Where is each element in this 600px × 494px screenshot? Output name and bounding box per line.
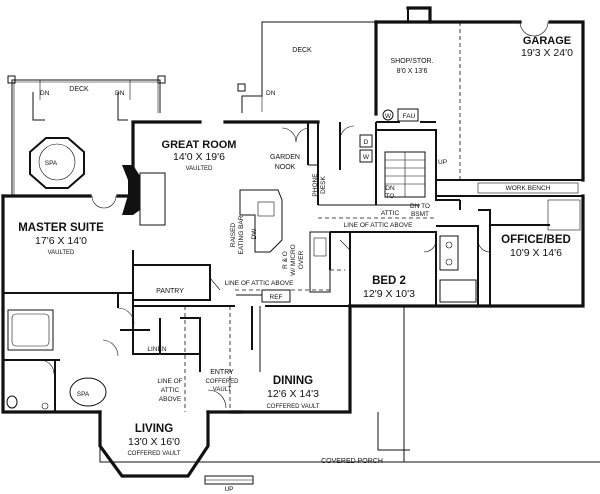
attic-left-3: ABOVE <box>159 396 182 403</box>
entry-label-3: VAULT <box>213 387 232 393</box>
desk-label: DESK <box>320 175 327 193</box>
attic-right-label: LINE OF ATTIC ABOVE <box>344 222 414 229</box>
raised-label: RAISED <box>230 223 237 248</box>
work-bench-label: WORK BENCH <box>506 185 551 192</box>
garage-name: GARAGE <box>523 35 571 47</box>
bed2-name: BED 2 <box>372 275 406 287</box>
entry-label-2: COFFERED <box>206 379 240 385</box>
up-porch-label: UP <box>224 486 233 493</box>
ro-label-3: OVER <box>298 250 305 269</box>
porch-steps <box>204 475 254 485</box>
exterior-walls <box>1 6 585 478</box>
great-room-dims: 14'0 X 19'6 <box>173 151 225 163</box>
bed2-dims: 12'9 X 10'3 <box>363 288 415 300</box>
dn-attic-2: TO <box>386 193 395 200</box>
pantry-label: PANTRY <box>156 288 184 295</box>
master-name: MASTER SUITE <box>18 222 104 234</box>
spa-hot-tub <box>29 137 85 189</box>
dining-dims: 12'6 X 14'3 <box>267 388 319 400</box>
dn-bsmt-2: BSMT <box>411 211 429 218</box>
dn-deck-top: DN <box>266 90 276 97</box>
d-label: D <box>364 139 369 146</box>
dw-label: DW <box>251 228 258 240</box>
fixtures <box>6 108 581 410</box>
w-label: W <box>385 113 392 120</box>
dn-attic-1: DN <box>385 185 395 192</box>
dn-deck-left-2: DN <box>115 90 125 97</box>
living-name: LIVING <box>135 423 173 435</box>
attic-left-2: ATTIC <box>161 387 180 394</box>
deck-top-label: DECK <box>292 47 312 54</box>
dining-note: COFFERED VAULT <box>266 404 319 410</box>
master-dims: 17'6 X 14'0 <box>35 235 87 247</box>
great-room-name: GREAT ROOM <box>162 139 237 151</box>
attic-left-1: LINE OF <box>157 378 182 385</box>
master-note: VAULTED <box>48 250 75 256</box>
ro-label-1: R & O <box>282 251 289 269</box>
overhead-lines <box>99 22 600 463</box>
office-name: OFFICE/BED <box>501 234 571 246</box>
nook-label-1: GARDEN <box>270 154 300 161</box>
covered-porch-label: COVERED PORCH <box>321 458 383 465</box>
dining-name: DINING <box>273 375 313 387</box>
fau-label: FAU <box>403 113 416 120</box>
up-garage: UP <box>438 159 447 166</box>
interior-walls <box>3 121 583 412</box>
linen-label: LINEN <box>147 346 166 353</box>
dn-deck-left-1: DN <box>40 90 50 97</box>
shop-dims: 8'0 X 13'6 <box>397 68 428 75</box>
office-dims: 10'9 X 14'6 <box>510 247 562 259</box>
deck-left-label: DECK <box>69 86 89 93</box>
nook-label-2: NOOK <box>275 164 296 171</box>
doors <box>39 21 549 409</box>
spa-bath-label: SPA <box>77 391 90 398</box>
eating-bar-label: EATING BAR <box>238 215 245 254</box>
dn-attic-3: ATTIC <box>381 210 400 217</box>
dn-bsmt-1: DN TO <box>410 203 430 210</box>
garage-dims: 19'3 X 24'0 <box>521 47 573 59</box>
phone-label: PHONE <box>312 173 319 197</box>
ro-label-2: W/ MICRO <box>290 244 297 275</box>
ref-label: REF <box>270 294 283 301</box>
spa-deck-label: SPA <box>45 160 58 167</box>
great-room-note: VAULTED <box>186 166 213 172</box>
w-label-2: W <box>363 154 370 161</box>
shop-name: SHOP/STOR. <box>390 58 433 65</box>
living-note: COFFERED VAULT <box>127 451 180 457</box>
attic-mid-label: LINE OF ATTIC ABOVE <box>225 280 295 287</box>
deck-top <box>237 21 392 113</box>
deck-left <box>7 75 166 196</box>
living-dims: 13'0 X 16'0 <box>128 436 180 448</box>
entry-label-1: ENTRY <box>210 369 234 376</box>
